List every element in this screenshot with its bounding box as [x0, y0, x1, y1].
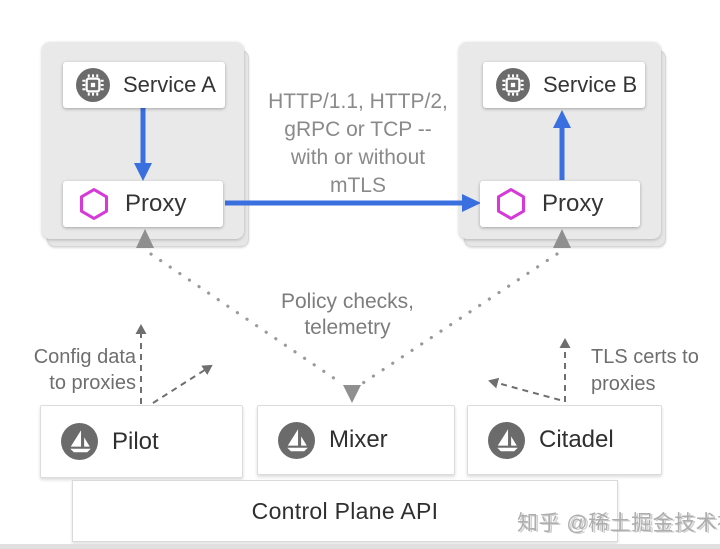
traffic-protocol-line: mTLS	[329, 174, 386, 197]
traffic-protocol-line: HTTP/1.1, HTTP/2,	[268, 90, 448, 113]
dashed-arrow-citadel-diagonal	[488, 377, 561, 401]
config-data-label: Config data to proxies	[18, 344, 136, 396]
proxy-a-label: Proxy	[125, 190, 187, 217]
proxy-b-node: Proxy	[480, 181, 640, 227]
control-plane-api-box: Control Plane API	[72, 480, 618, 542]
istio-sailboat-icon	[61, 423, 98, 460]
traffic-protocol-line: with or without	[290, 146, 426, 169]
hexagon-icon	[79, 188, 109, 220]
istio-sailboat-icon	[278, 421, 315, 459]
service-a-label: Service A	[123, 72, 216, 97]
policy-checks-line: telemetry	[304, 316, 391, 339]
tls-certs-line: TLS certs to	[591, 346, 699, 368]
service-a-node: Service A	[63, 62, 225, 108]
mixer-label: Mixer	[329, 426, 388, 453]
istio-sailboat-icon	[488, 421, 525, 459]
citadel-node: Citadel	[467, 405, 662, 475]
bottom-edge-strip	[0, 544, 720, 549]
policy-checks-line: Policy checks,	[280, 290, 415, 313]
pilot-node: Pilot	[40, 405, 243, 478]
service-b-node: Service B	[483, 62, 645, 108]
mixer-node: Mixer	[257, 405, 455, 475]
citadel-label: Citadel	[539, 426, 614, 453]
watermark: 知乎 @稀土掘金技术社区	[517, 512, 720, 535]
gray-arrowhead-down-mixer	[343, 385, 361, 403]
service-b-label: Service B	[543, 72, 638, 97]
config-data-line: to proxies	[49, 372, 136, 394]
tls-certs-label: TLS certs to proxies	[591, 344, 716, 398]
proxy-b-label: Proxy	[542, 190, 604, 217]
policy-checks-label: Policy checks, telemetry	[250, 289, 445, 341]
config-data-line: Config data	[33, 346, 136, 368]
chip-icon	[76, 68, 110, 102]
proxy-a-node: Proxy	[63, 181, 223, 227]
tls-certs-line: proxies	[591, 373, 656, 395]
hexagon-icon	[496, 188, 526, 220]
traffic-protocol-label: HTTP/1.1, HTTP/2, gRPC or TCP -- with or…	[252, 88, 464, 200]
chip-icon	[496, 68, 530, 102]
pilot-label: Pilot	[112, 427, 159, 455]
traffic-protocol-line: gRPC or TCP --	[284, 118, 432, 141]
dashed-arrow-pilot-diagonal	[152, 364, 213, 404]
control-plane-api-label: Control Plane API	[251, 497, 439, 524]
